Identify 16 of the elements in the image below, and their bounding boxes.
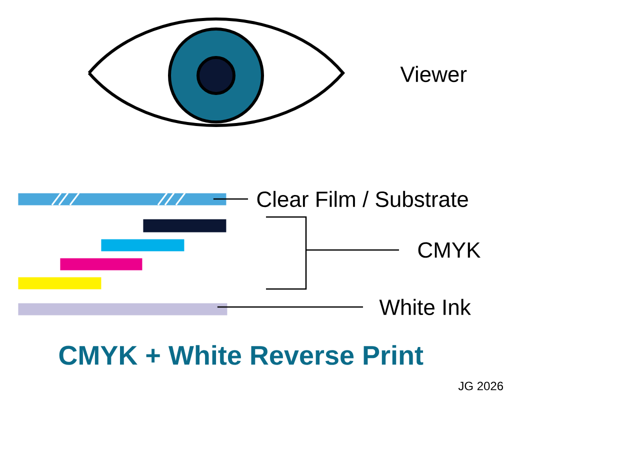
layer-bar <box>18 277 102 290</box>
layer-bar <box>60 258 142 270</box>
layer-bar <box>18 192 226 206</box>
callout-label: Clear Film / Substrate <box>257 190 468 208</box>
text-label: Viewer <box>400 66 467 82</box>
layer-bar <box>101 239 184 252</box>
leader-line <box>213 198 248 200</box>
leader-line <box>217 306 363 308</box>
leader-line <box>306 249 399 251</box>
callout-label: CMYK <box>418 242 481 258</box>
title: CMYK + White Reverse Print <box>59 345 424 365</box>
bracket <box>266 216 307 290</box>
layer-bar <box>18 303 228 316</box>
layer-bar <box>143 219 226 232</box>
text-label: JG 2026 <box>458 382 504 390</box>
callout-label: White Ink <box>379 298 471 316</box>
